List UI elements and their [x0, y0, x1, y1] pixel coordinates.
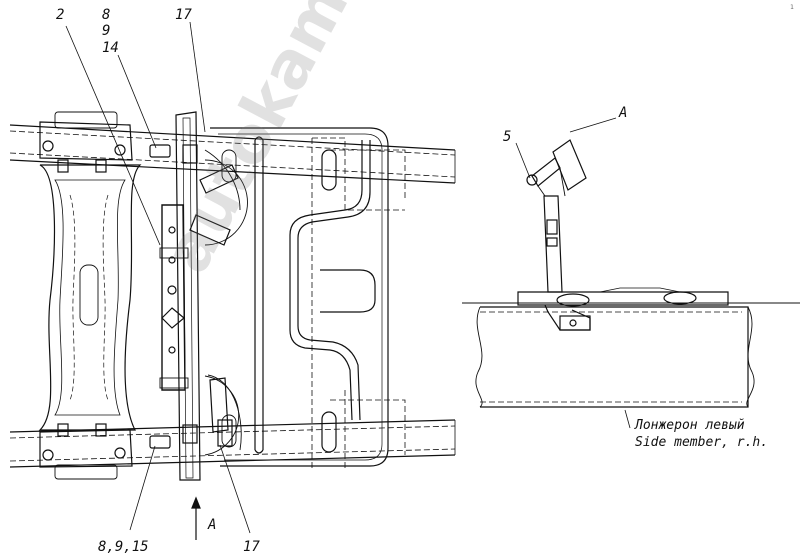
callout-17-bottom: 17: [243, 539, 260, 555]
detail-bracket: [517, 287, 729, 331]
callout-8: 8: [102, 7, 111, 23]
lower-clamps: [149, 374, 242, 451]
lower-bracket: [39, 423, 133, 480]
callout-14: 14: [102, 40, 119, 56]
note-en: Side member, r.h.: [635, 435, 769, 450]
sheet-mark: 1: [790, 4, 794, 11]
detail-leaders: [515, 117, 631, 429]
view-arrow-a: [191, 496, 201, 540]
pipe-loop: [254, 136, 376, 454]
callout-5: 5: [503, 129, 512, 145]
upper-arc-support: [204, 159, 248, 246]
note-ru: Лонжерон левый: [635, 418, 745, 433]
plate-slots: [221, 149, 337, 453]
side-member-section: [462, 302, 800, 408]
callout-a-detail: A: [619, 105, 628, 121]
mounting-plate: [159, 111, 201, 481]
support-plate-outline: [210, 127, 406, 470]
cross-member: [38, 164, 142, 431]
callout-17-top: 17: [175, 7, 192, 23]
upper-clamps: [149, 144, 241, 246]
callout-8-9-15: 8,9,15: [98, 539, 149, 555]
callout-2: 2: [56, 7, 65, 23]
leader-lines: [65, 21, 251, 534]
callout-a-arrow: A: [208, 517, 217, 533]
upper-side-member: [9, 124, 456, 184]
detail-post: [526, 139, 587, 293]
lower-arc-support: [204, 375, 240, 456]
callout-9: 9: [102, 23, 111, 39]
upper-bracket: [39, 111, 133, 173]
